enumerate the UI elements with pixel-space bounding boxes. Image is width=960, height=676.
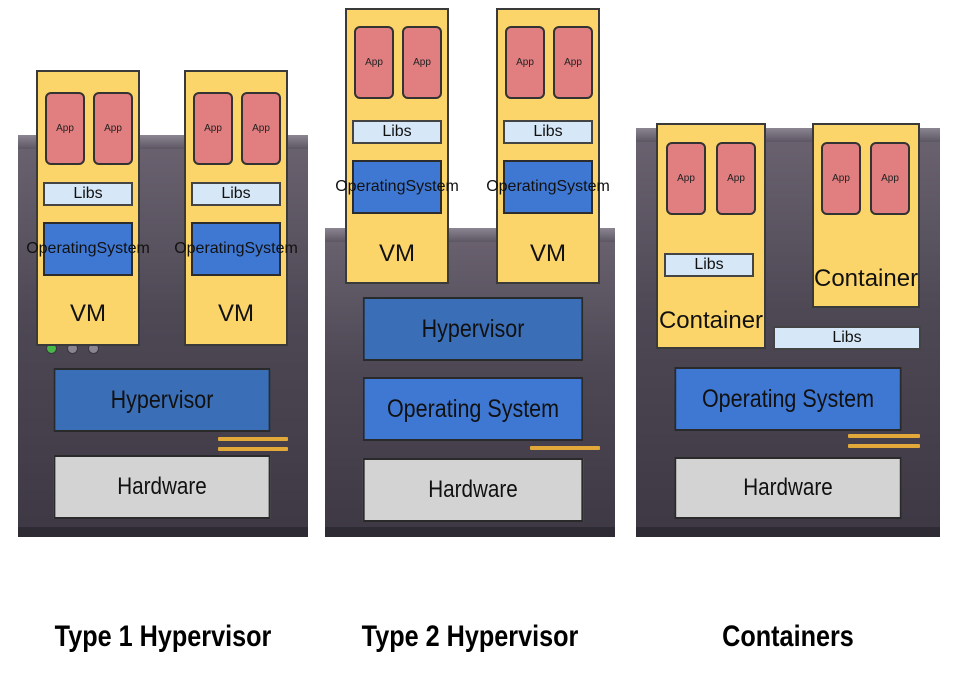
app-box: App: [45, 92, 85, 165]
hypervisor-layer: Hypervisor: [362, 297, 584, 361]
libs-box: Libs: [43, 182, 133, 206]
os-label-line2: System: [96, 240, 150, 258]
os-label-line2: System: [405, 178, 459, 196]
app-box: App: [354, 26, 394, 99]
libs-box: Libs: [503, 120, 593, 144]
app-box: App: [93, 92, 133, 165]
app-box: App: [716, 142, 756, 215]
libs-box: Libs: [191, 182, 281, 206]
app-box: App: [505, 26, 545, 99]
container-box: App App Libs Container: [656, 123, 766, 349]
vm-box: App App Libs Operating System VM: [26, 70, 150, 346]
caption-containers: Containers: [722, 620, 854, 653]
guest-os-box: Operating System: [174, 222, 298, 276]
hardware-layer: Hardware: [53, 455, 271, 519]
drive-slot: [848, 434, 920, 438]
vm-label: VM: [379, 240, 415, 267]
libs-box: Libs: [664, 253, 754, 277]
os-label-line2: System: [244, 240, 298, 258]
vm-label: VM: [70, 300, 106, 327]
vm-box: App App Libs Operating System VM: [335, 8, 459, 284]
app-box: App: [821, 142, 861, 215]
app-box: App: [553, 26, 593, 99]
app-box: App: [666, 142, 706, 215]
app-box: App: [241, 92, 281, 165]
container-box: App App Container: [812, 123, 920, 308]
os-label-line1: Operating: [174, 240, 245, 258]
app-box: App: [193, 92, 233, 165]
guest-os-box: Operating System: [26, 222, 150, 276]
vm-label: VM: [530, 240, 566, 267]
container-label: Container: [658, 307, 764, 334]
os-label-line1: Operating: [335, 178, 406, 196]
server-bottom-bezel: [18, 527, 308, 537]
drive-slot: [218, 447, 288, 451]
hardware-layer: Hardware: [362, 458, 584, 522]
drive-slot: [848, 444, 920, 448]
caption-type2-hypervisor: Type 2 Hypervisor: [361, 620, 579, 653]
hypervisor-layer: Hypervisor: [53, 368, 271, 432]
os-label-line1: Operating: [486, 178, 557, 196]
caption-type1-hypervisor: Type 1 Hypervisor: [54, 620, 272, 653]
app-box: App: [402, 26, 442, 99]
host-os-layer: Operating System: [674, 367, 902, 431]
vm-box: App App Libs Operating System VM: [486, 8, 610, 284]
hardware-layer: Hardware: [674, 457, 902, 519]
server-bottom-bezel: [636, 527, 940, 537]
vm-box: App App Libs Operating System VM: [174, 70, 298, 346]
drive-slot: [530, 446, 600, 450]
guest-os-box: Operating System: [486, 160, 610, 214]
shared-libs-box: Libs: [773, 326, 921, 350]
container-label: Container: [814, 265, 919, 292]
libs-box: Libs: [352, 120, 442, 144]
drive-slot: [218, 437, 288, 441]
guest-os-box: Operating System: [335, 160, 459, 214]
host-os-layer: Operating System: [362, 377, 584, 441]
os-label-line2: System: [556, 178, 610, 196]
app-box: App: [870, 142, 910, 215]
vm-label: VM: [218, 300, 254, 327]
os-label-line1: Operating: [26, 240, 97, 258]
server-bottom-bezel: [325, 527, 615, 537]
